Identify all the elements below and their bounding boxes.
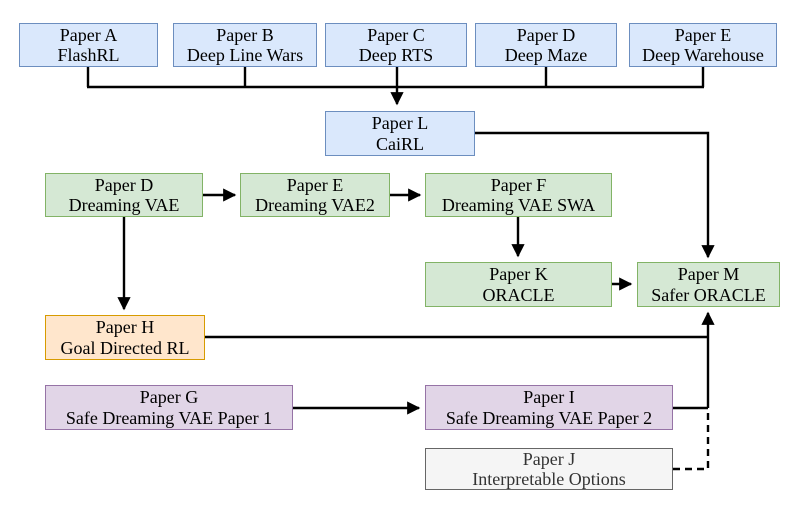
node-subtitle: Deep Maze [504, 45, 588, 65]
node-paper-g-safe-dreaming-vae-1: Paper G Safe Dreaming VAE Paper 1 [45, 385, 293, 430]
node-subtitle: Deep Warehouse [642, 45, 764, 65]
node-subtitle: Deep RTS [358, 45, 434, 65]
node-subtitle: Deep Line Wars [186, 45, 304, 65]
node-paper-k-oracle: Paper K ORACLE [425, 262, 612, 307]
node-title: Paper L [371, 113, 429, 133]
node-title: Paper D [94, 174, 154, 195]
node-paper-a-flashrl: Paper A FlashRL [19, 23, 158, 67]
node-subtitle: ORACLE [482, 284, 555, 305]
node-paper-l-cairl: Paper L CaiRL [325, 111, 475, 156]
node-title: Paper H [95, 317, 155, 337]
node-title: Paper D [516, 24, 576, 45]
node-paper-e-deep-warehouse: Paper E Deep Warehouse [629, 23, 777, 67]
node-paper-d-dreaming-vae: Paper D Dreaming VAE [45, 173, 203, 217]
node-paper-e-dreaming-vae2: Paper E Dreaming VAE2 [240, 173, 390, 217]
node-subtitle: Dreaming VAE2 [255, 195, 375, 215]
node-title: Paper F [490, 174, 547, 195]
node-subtitle: FlashRL [57, 45, 120, 65]
node-paper-h-goal-directed-rl: Paper H Goal Directed RL [45, 315, 205, 360]
node-title: Paper E [674, 24, 732, 45]
node-title: Paper A [59, 24, 118, 45]
node-paper-c-deep-rts: Paper C Deep RTS [325, 23, 467, 67]
node-paper-b-deep-line-wars: Paper B Deep Line Wars [173, 23, 317, 67]
node-paper-f-dreaming-vae-swa: Paper F Dreaming VAE SWA [425, 173, 612, 217]
node-title: Paper M [677, 264, 740, 284]
node-subtitle: Interpretable Options [472, 469, 626, 489]
edge-paper-j-dashed [673, 409, 710, 471]
node-paper-m-safer-oracle: Paper M Safer ORACLE [637, 262, 780, 307]
node-subtitle: Safe Dreaming VAE Paper 1 [65, 407, 273, 428]
edge-paper-l-to-paper-m [475, 131, 715, 259]
node-subtitle: Dreaming VAE [68, 195, 180, 215]
node-paper-j-interpretable-options: Paper J Interpretable Options [425, 448, 673, 490]
node-paper-d-deep-maze: Paper D Deep Maze [475, 23, 617, 67]
node-subtitle: Safe Dreaming VAE Paper 2 [445, 407, 653, 428]
node-title: Paper J [522, 448, 576, 469]
node-subtitle: Safer ORACLE [651, 284, 766, 305]
node-subtitle: Goal Directed RL [60, 337, 190, 358]
node-title: Paper C [367, 24, 425, 45]
node-title: Paper I [523, 387, 575, 407]
node-paper-i-safe-dreaming-vae-2: Paper I Safe Dreaming VAE Paper 2 [425, 385, 673, 430]
node-title: Paper E [286, 174, 344, 195]
node-subtitle: CaiRL [376, 133, 424, 154]
node-title: Paper G [139, 387, 199, 407]
node-title: Paper B [216, 24, 274, 45]
node-title: Paper K [489, 264, 548, 284]
edge-top-row-bus [86, 67, 705, 89]
node-subtitle: Dreaming VAE SWA [441, 195, 596, 215]
